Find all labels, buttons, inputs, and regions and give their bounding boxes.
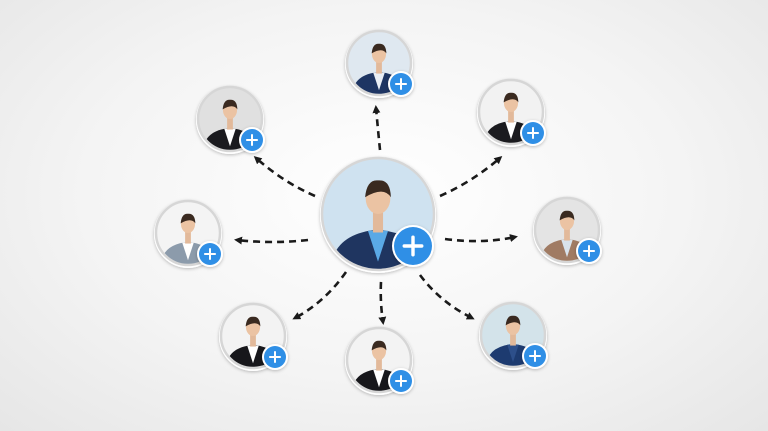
add-contact-top-button[interactable] xyxy=(388,71,414,97)
add-contact-bottom-button[interactable] xyxy=(388,368,414,394)
shirt xyxy=(247,345,259,364)
hair xyxy=(365,180,391,198)
contact-node-left[interactable] xyxy=(154,199,223,268)
arrow-to-top-right xyxy=(439,156,503,198)
arrow-to-top-left xyxy=(253,156,316,198)
shirt xyxy=(224,128,236,147)
contact-node-bottom-left[interactable] xyxy=(219,302,288,371)
arrow-to-bottom-right xyxy=(418,274,475,320)
add-contact-bottom-left-button[interactable] xyxy=(262,344,288,370)
contact-top-ring xyxy=(345,29,413,97)
add-contact-right-button[interactable] xyxy=(576,238,602,264)
hair xyxy=(180,213,196,224)
add-center-contact-button[interactable] xyxy=(392,225,434,267)
hair xyxy=(371,43,387,54)
shirt xyxy=(182,242,194,261)
contact-node-bottom-right[interactable] xyxy=(479,301,548,370)
arrow-to-bottom-left xyxy=(292,271,348,320)
arrow-to-left xyxy=(234,236,309,245)
contact-right-ring xyxy=(533,196,601,264)
contact-node-top[interactable] xyxy=(345,29,414,98)
hair xyxy=(505,315,521,326)
center-contact-node[interactable] xyxy=(320,156,436,273)
hair xyxy=(371,340,387,351)
arrow-to-bottom xyxy=(378,281,387,325)
add-contact-top-left-button[interactable] xyxy=(239,127,265,153)
add-contact-bottom-right-button[interactable] xyxy=(522,343,548,369)
hair xyxy=(503,92,519,103)
contact-node-right[interactable] xyxy=(533,196,602,265)
hair xyxy=(245,316,261,327)
shirt xyxy=(367,230,389,262)
connection-arrows xyxy=(234,105,518,325)
center-contact-ring xyxy=(320,156,436,272)
contact-nodes xyxy=(154,29,602,395)
shirt xyxy=(373,369,385,388)
hair xyxy=(559,210,575,221)
contact-node-bottom[interactable] xyxy=(345,326,414,395)
contact-bottom-left-ring xyxy=(219,302,287,370)
contact-node-top-left[interactable] xyxy=(196,85,265,154)
arrow-to-right xyxy=(444,234,518,243)
contact-top-right-ring xyxy=(477,78,545,146)
shirt xyxy=(505,121,517,140)
contact-left-ring xyxy=(154,199,222,267)
contact-node-top-right[interactable] xyxy=(477,78,546,147)
shirt xyxy=(373,72,385,91)
contact-top-left-ring xyxy=(196,85,264,153)
hair xyxy=(222,99,238,110)
contact-bottom-ring xyxy=(345,326,413,394)
shirt xyxy=(507,344,519,363)
add-contact-top-right-button[interactable] xyxy=(520,120,546,146)
contact-bottom-right-ring xyxy=(479,301,547,369)
add-contact-left-button[interactable] xyxy=(197,241,223,267)
shirt xyxy=(561,239,573,258)
arrow-to-top xyxy=(372,105,382,151)
